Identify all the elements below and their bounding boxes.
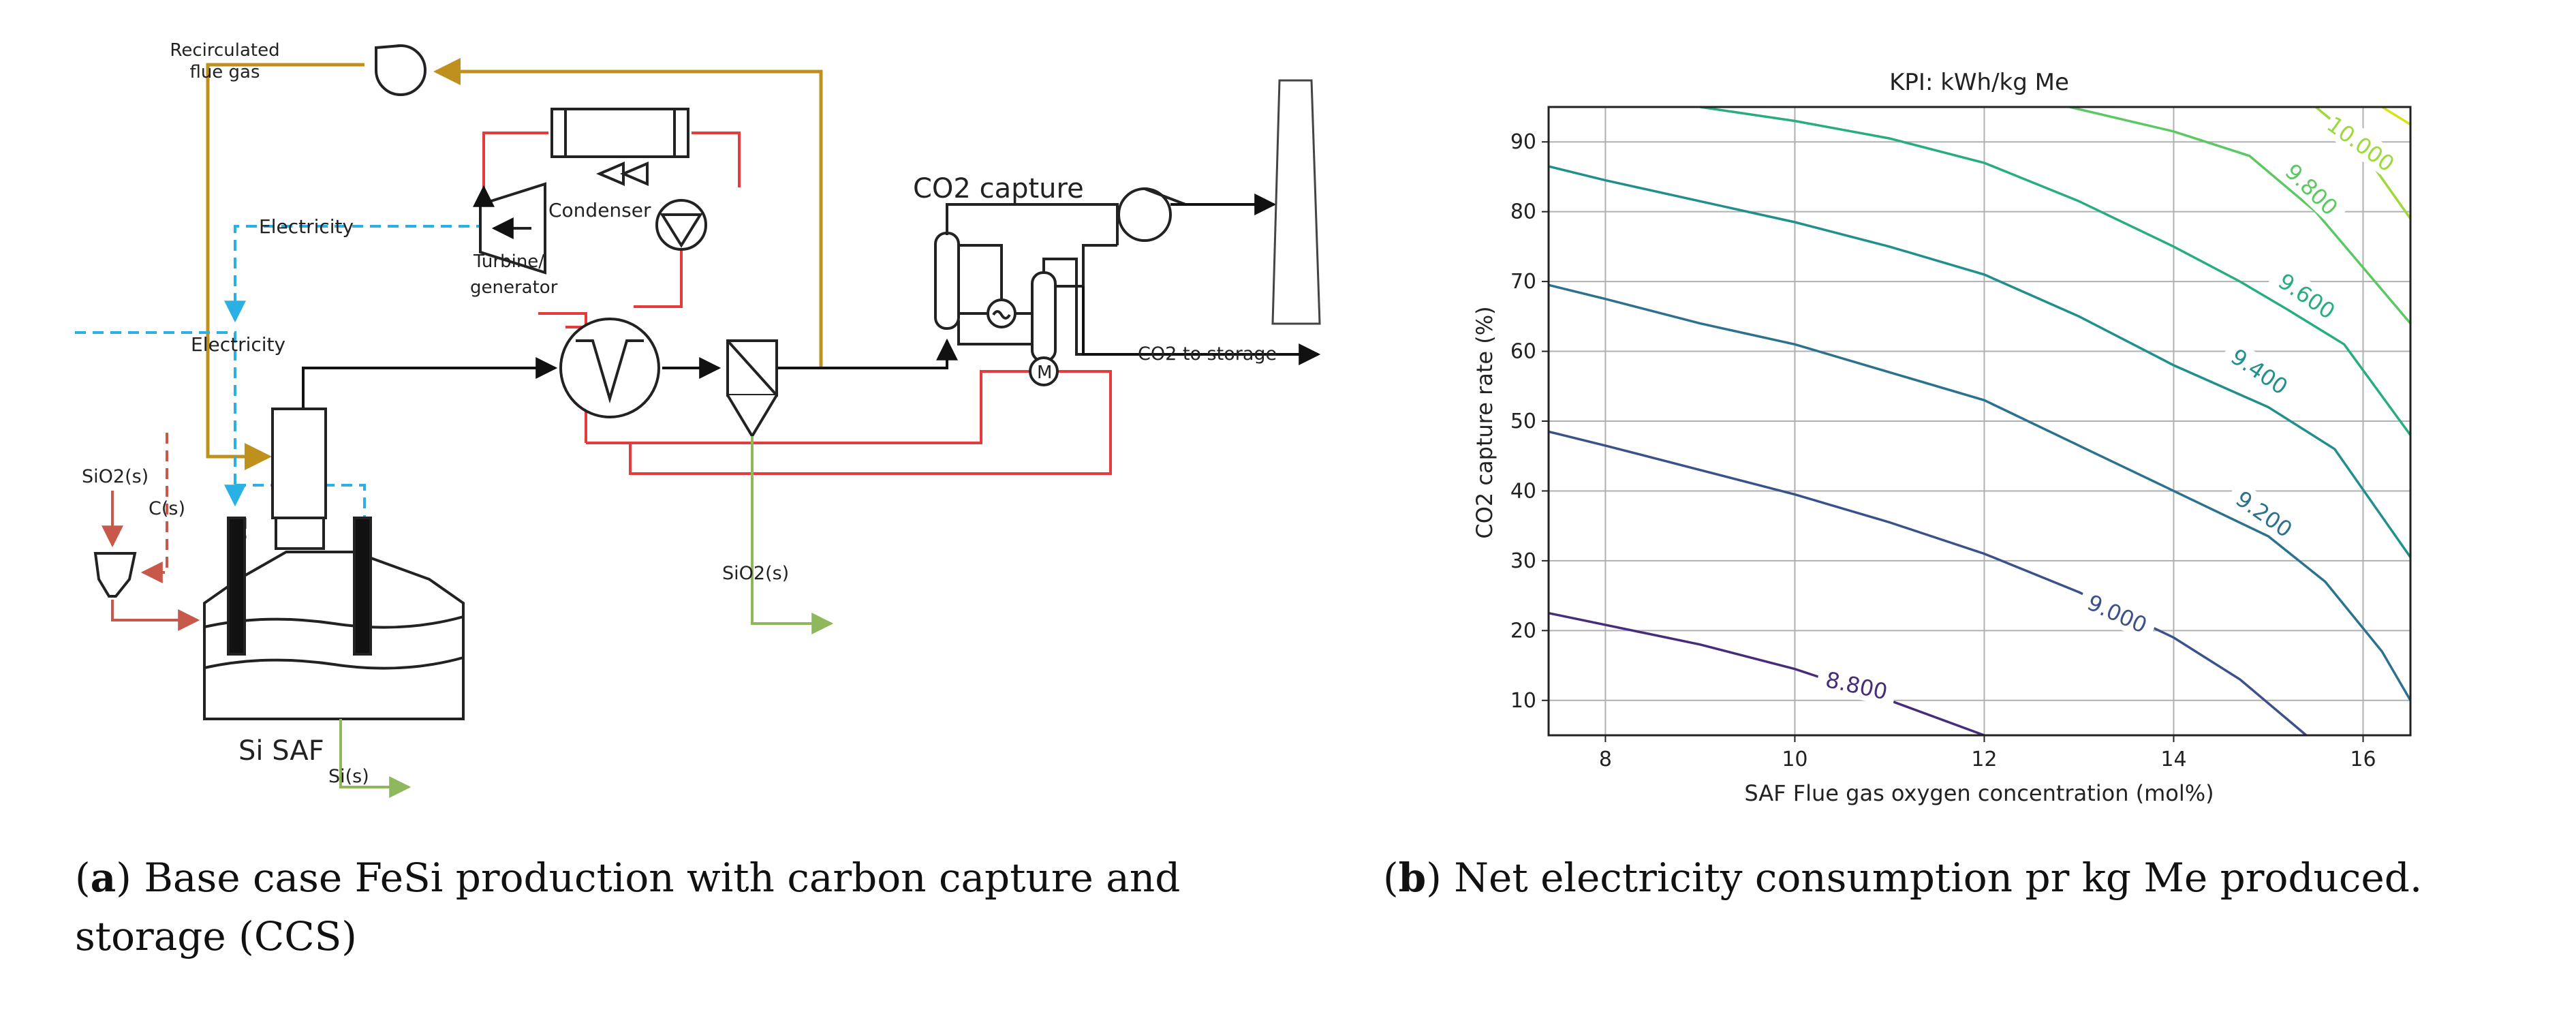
co2-capture-unit: M [934, 203, 1124, 386]
y-tick-label: 10 [1510, 689, 1536, 713]
caption-b-letter: b [1398, 855, 1427, 901]
label-turbine-2: generator [470, 277, 558, 298]
contour-label-bg [2075, 585, 2160, 642]
label-sio2-feed: SiO2(s) [82, 466, 149, 487]
x-tick-label: 10 [1782, 748, 1807, 771]
y-tick-label: 30 [1510, 549, 1536, 573]
label-co2-capture: CO2 capture [913, 173, 1084, 204]
contour-label-bg [1815, 663, 1899, 707]
contour-label: 9.600 [2266, 262, 2348, 329]
label-electricity-top: Electricity [259, 215, 354, 238]
label-carbon-feed: C(s) [149, 498, 185, 519]
filter-icon [726, 339, 778, 439]
y-tick-label: 80 [1510, 200, 1536, 224]
contour-label-bg [2219, 337, 2300, 405]
caption-b-text: Net electricity consumption pr kg Me pro… [1454, 855, 2423, 901]
chart-grid [1549, 107, 2410, 735]
svg-text:M: M [1037, 363, 1052, 383]
flue-gas-line [302, 338, 958, 409]
y-tick-label: 20 [1510, 619, 1536, 643]
label-recirculated-flue-gas-2: flue gas [189, 62, 260, 82]
contour-lines [1548, 106, 2412, 737]
chart-ylabel: CO2 capture rate (%) [1472, 306, 1498, 538]
x-tick-label: 14 [2160, 748, 2186, 771]
contour-label: 9.400 [2219, 337, 2300, 405]
label-co2-to-storage: CO2 to storage [1138, 343, 1277, 365]
contour-label-bg [2266, 262, 2348, 329]
x-tick-label: 8 [1599, 748, 1612, 771]
contour-line-9.400 [1548, 165, 2412, 558]
turbine-icon [473, 182, 546, 275]
contour-label-bg [2274, 151, 2350, 227]
label-condenser: Condenser [548, 199, 651, 221]
label-sio2-out: SiO2(s) [722, 563, 789, 584]
contour-label-text: 8.800 [1823, 666, 1890, 705]
steam-cycle-lines [482, 132, 1112, 475]
x-tick-label: 16 [2350, 748, 2376, 771]
label-si-out: Si(s) [328, 766, 369, 787]
plot-frame [1547, 106, 2412, 737]
contour-label: 9.200 [2224, 480, 2305, 548]
caption-a-block: (a) Base case FeSi production with carbo… [75, 855, 1181, 959]
contour-line-8.800 [1548, 611, 1985, 737]
chart-ticks: 8 10 12 14 16 10 20 30 40 50 60 70 80 90 [1510, 130, 2376, 771]
label-turbine-1: Turbine/ [473, 251, 544, 272]
feeder-hopper-icon [93, 552, 137, 598]
furnace-icon [203, 408, 465, 720]
contour-line-9.800 [2069, 106, 2412, 324]
process-diagram: Recirculated flue gas Electricity Electr… [75, 40, 1321, 798]
caption-b-block: (b) Net electricity consumption pr kg Me… [1383, 855, 2423, 901]
contour-label: 10.000 [2321, 109, 2402, 178]
contour-label-bg [2321, 109, 2402, 178]
condenser-icon [550, 108, 689, 187]
contour-label-text: 10.000 [2322, 111, 2399, 177]
raw-material-lines [102, 433, 200, 631]
chart-title: KPI: kWh/kg Me [1889, 69, 2069, 96]
y-tick-label: 50 [1510, 410, 1536, 433]
stack-icon [1271, 79, 1321, 325]
label-recirculated-flue-gas-1: Recirculated [170, 40, 279, 61]
contour-label-text: 9.600 [2274, 268, 2340, 324]
y-tick-label: 90 [1510, 130, 1536, 154]
contour-label: 9.800 [2274, 151, 2350, 227]
contour-line-9.200 [1548, 283, 2412, 701]
caption-a-text: Base case FeSi production with carbon ca… [75, 855, 1181, 959]
si-out-line [339, 719, 412, 798]
contour-label: 9.000 [2075, 585, 2160, 642]
chart-xlabel: SAF Flue gas oxygen concentration (mol%) [1744, 780, 2214, 806]
co2-compressor-icon [1117, 187, 1186, 242]
contour-line-9.000 [1548, 430, 2308, 737]
sio2-out-line [751, 436, 834, 634]
caption-a-letter-html: a [90, 855, 117, 901]
contour-label-bg [2224, 480, 2305, 548]
heat-exchanger-icon [559, 318, 660, 418]
label-electricity-mid: Electricity [191, 333, 285, 356]
x-tick-label: 12 [1971, 748, 1997, 771]
co2-storage-line [1082, 286, 1321, 365]
y-tick-label: 40 [1510, 479, 1536, 503]
recirculated-flue-gas-line [206, 58, 823, 470]
contour-chart: KPI: kWh/kg Me SAF Flue gas oxygen conce… [1472, 69, 2412, 806]
pump-icon [655, 199, 707, 251]
recirculation-fan-icon [375, 44, 426, 96]
contour-line-edge [2381, 106, 2411, 126]
label-si-saf: Si SAF [238, 735, 324, 767]
y-tick-label: 60 [1510, 340, 1536, 364]
y-tick-label: 70 [1510, 270, 1536, 294]
contour-line-9.600 [1700, 106, 2412, 436]
